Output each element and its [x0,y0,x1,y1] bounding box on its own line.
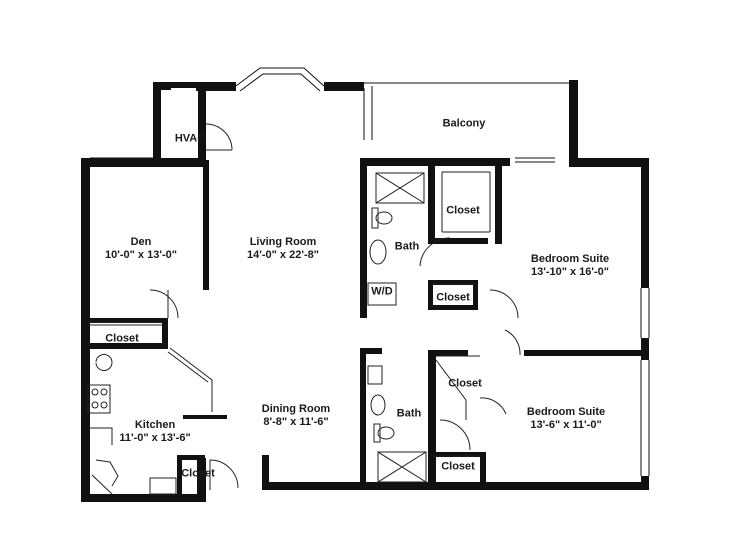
kitchen-closet-name: Closet [181,467,215,480]
bedroom-2-walkin-closet-label: Closet [448,378,482,391]
dining-room-name: Dining Room [261,403,331,415]
hvac-label: HVAC [175,133,205,146]
dining-room-label: Dining Room 8'-8" x 11'-6" [262,403,330,429]
master-small-closet-label: Closet [436,292,470,305]
bedroom-1-label: Bedroom Suite 13'-10" x 16'-0" [531,253,609,279]
kitchen-closet-label: Closet [181,468,215,481]
bath-2-name: Bath [396,407,422,420]
den-closet-name: Closet [105,332,139,345]
bedroom-1-name: Bedroom Suite [530,253,610,265]
bedroom-2-walkin-closet-name: Closet [448,377,482,390]
kitchen-name: Kitchen [134,419,176,431]
hvac-name: HVAC [174,132,206,145]
bedroom-2-dims: 13'-6" x 11'-0" [530,419,602,431]
bath-2-label: Bath [397,408,421,421]
bedroom-2-label: Bedroom Suite 13'-6" x 11'-0" [527,406,605,432]
master-walkin-closet-name: Closet [446,204,480,217]
doors-and-fixtures [87,123,521,495]
dining-room-dims: 8'-8" x 11'-6" [263,416,329,428]
den-label: Den 10'-0" x 13'-0" [105,236,177,262]
balcony-label: Balcony [443,118,486,131]
living-room-name: Living Room [249,236,317,248]
bedroom-2-small-closet-label: Closet [441,461,475,474]
exterior-walls [81,80,649,502]
den-closet-label: Closet [105,333,139,346]
master-small-closet-name: Closet [436,291,470,304]
wd-label: W/D [371,286,392,299]
bath-1-label: Bath [395,241,419,254]
bedroom-1-dims: 13'-10" x 16'-0" [530,266,610,278]
wd-name: W/D [371,285,393,298]
kitchen-dims: 11'-0" x 13'-6" [119,432,191,444]
balcony-name: Balcony [442,117,486,130]
interior-walls [88,82,644,495]
bedroom-2-name: Bedroom Suite [526,406,606,418]
living-room-label: Living Room 14'-0" x 22'-8" [247,236,319,262]
kitchen-label: Kitchen 11'-0" x 13'-6" [119,419,190,445]
living-room-dims: 14'-0" x 22'-8" [247,249,319,261]
den-dims: 10'-0" x 13'-0" [105,249,177,261]
windows [90,67,650,476]
bath-1-name: Bath [394,240,420,253]
master-walkin-closet-label: Closet [446,205,480,218]
den-name: Den [130,236,152,248]
bedroom-2-small-closet-name: Closet [441,460,475,473]
